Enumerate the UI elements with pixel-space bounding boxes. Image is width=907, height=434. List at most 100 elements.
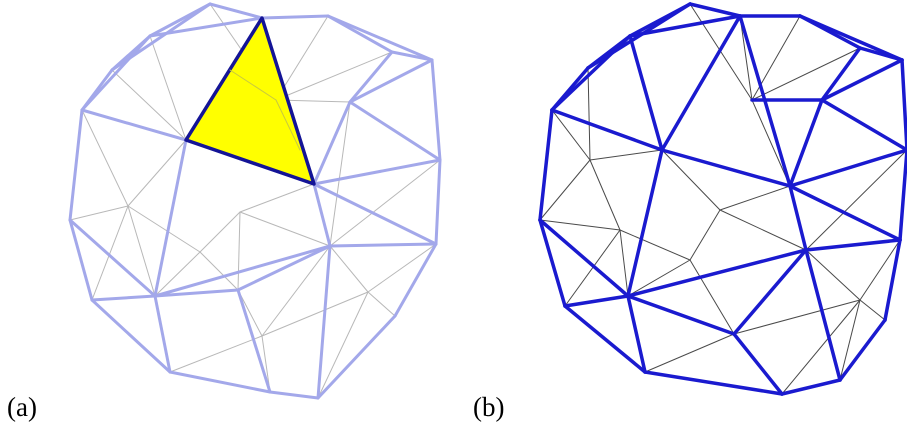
outer-edge (643, 370, 784, 396)
outer-edge (312, 158, 442, 186)
inner-edge (169, 335, 263, 373)
outer-edge (626, 294, 647, 374)
outer-edge (688, 2, 742, 18)
outer-edge (268, 390, 320, 400)
outer-edge (260, 14, 330, 20)
outer-edge (804, 238, 902, 252)
inner-edge (127, 139, 187, 207)
inner-edge (539, 219, 621, 231)
outer-edge (883, 238, 902, 322)
inner-edge (329, 101, 351, 247)
outer-edge (153, 138, 188, 298)
inner-edge (329, 245, 369, 293)
outer-edge (820, 58, 904, 102)
inner-edge (149, 35, 187, 141)
panel-label-a: (a) (7, 392, 37, 422)
outer-edge (68, 218, 157, 298)
inner-edge (229, 69, 277, 101)
outer-edge (538, 218, 630, 298)
outer-edge (732, 332, 784, 396)
outer-edge (626, 148, 664, 298)
outer-edge (153, 294, 172, 374)
inner-edge (644, 333, 735, 373)
outer-edge (434, 158, 442, 246)
outer-edge (348, 50, 394, 104)
inner-edge (329, 159, 441, 247)
inner-edge (689, 259, 735, 335)
inner-edge (751, 99, 791, 187)
inner-edge (275, 99, 301, 151)
outer-edge (626, 294, 736, 336)
inner-edge (111, 69, 187, 141)
inner-edge (859, 299, 886, 321)
outer-edge (316, 314, 397, 400)
inner-edge (261, 335, 271, 393)
outer-edge (236, 244, 332, 292)
outer-edge (788, 184, 902, 242)
outer-edge (538, 108, 554, 222)
inner-edge (733, 299, 861, 335)
inner-edge (237, 211, 241, 291)
inner-edge (805, 249, 861, 301)
inner-edge (275, 51, 393, 101)
figure-panel-a (68, 2, 442, 400)
inner-edge (564, 229, 621, 307)
inner-edge (805, 149, 907, 251)
inner-edge (239, 183, 315, 213)
inner-edge (589, 149, 663, 161)
outer-edge (798, 14, 904, 62)
outer-edge (312, 182, 332, 248)
outer-edge (348, 100, 442, 162)
inner-edge (781, 299, 861, 395)
outer-edge (898, 148, 907, 242)
outer-edge (820, 98, 907, 152)
outer-edge (312, 100, 352, 186)
outer-edge (208, 2, 264, 20)
inner-edge (261, 291, 369, 337)
outer-edge (153, 288, 240, 298)
outer-edge (393, 242, 438, 318)
inner-edge (367, 291, 396, 317)
outer-edge (900, 58, 907, 152)
inner-edge (317, 291, 369, 399)
outer-edge (804, 248, 842, 382)
panel-label-b: (b) (473, 392, 505, 422)
inner-edge (199, 211, 241, 253)
outer-edge (430, 58, 442, 162)
outer-edge (90, 294, 157, 302)
inner-edge (619, 229, 629, 297)
inner-edge (627, 259, 691, 297)
outer-edge (563, 294, 630, 308)
outer-edge (80, 34, 152, 112)
inner-edge (261, 245, 331, 337)
outer-edge (628, 14, 742, 38)
outer-edge (780, 378, 842, 396)
outer-edge (660, 148, 792, 188)
inner-edge (154, 251, 201, 297)
wireframe-polyhedron-a (68, 2, 442, 400)
inner-edge (689, 209, 721, 261)
inner-edge (539, 159, 591, 221)
outer-edge (68, 218, 94, 302)
inner-edge (661, 149, 721, 211)
outer-edge (316, 244, 332, 400)
outer-edge (168, 370, 272, 394)
outer-edge (326, 14, 434, 62)
highlighted-triangle-face (184, 16, 316, 186)
inner-edge (81, 109, 129, 207)
outer-edge (328, 242, 438, 248)
outer-edge (68, 108, 84, 222)
outer-edge (348, 58, 434, 104)
inner-edge (751, 47, 861, 101)
inner-edge (619, 229, 691, 261)
inner-edge (719, 209, 807, 251)
outer-edge (788, 184, 808, 252)
outer-edge (788, 98, 824, 188)
outer-edge (820, 46, 862, 102)
outer-edge (626, 248, 808, 298)
outer-edge (788, 148, 907, 188)
outer-edge (732, 248, 808, 336)
inner-edge (739, 15, 753, 101)
outer-edge (550, 108, 664, 152)
inner-edge (239, 211, 331, 247)
